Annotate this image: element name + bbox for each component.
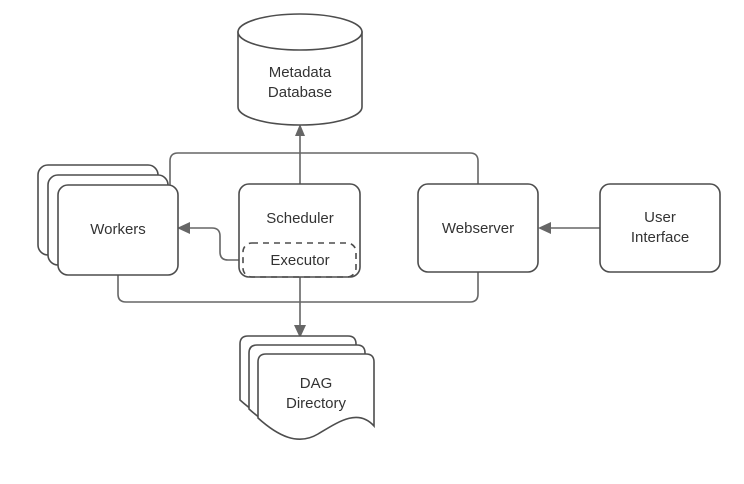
metadata-database-label-line1: Metadata	[269, 64, 332, 81]
user-interface-label-line1: User	[644, 209, 676, 226]
connector-top-rail	[169, 152, 479, 193]
node-workers[interactable]: Workers	[37, 164, 179, 276]
node-scheduler[interactable]: Scheduler	[238, 183, 361, 278]
workers-stack-card-front	[57, 184, 179, 276]
dag-directory-label-line1: DAG	[300, 375, 333, 392]
arrowhead-to-database	[295, 124, 305, 136]
arrowhead-to-workers	[177, 222, 190, 234]
user-interface-label-line2: Interface	[631, 229, 689, 246]
metadata-database-label-line2: Database	[268, 84, 332, 101]
scheduler-box	[238, 183, 361, 278]
arrowhead-to-webserver	[538, 222, 551, 234]
arrowhead-to-dag-directory	[294, 325, 306, 338]
webserver-box	[417, 183, 539, 273]
node-metadata-database[interactable]: Metadata Database	[237, 13, 363, 126]
node-user-interface[interactable]: User Interface	[599, 183, 721, 273]
workers-label-line1: Workers	[90, 221, 146, 238]
dag-directory-label-line2: Directory	[286, 395, 347, 412]
node-dag-directory[interactable]: DAG Directory	[239, 335, 375, 440]
webserver-label-line1: Webserver	[442, 220, 514, 237]
node-webserver[interactable]: Webserver	[417, 183, 539, 273]
connector-bottom-rail	[117, 272, 479, 303]
metadata-database-top	[237, 13, 363, 51]
scheduler-label-line1: Scheduler	[266, 210, 334, 227]
metadata-database-body	[237, 31, 363, 126]
dag-directory-doc-front	[257, 353, 375, 440]
executor-label-line1: Executor	[270, 252, 329, 269]
node-executor[interactable]: Executor	[242, 242, 357, 278]
user-interface-box	[599, 183, 721, 273]
connector-executor-to-workers	[188, 227, 243, 261]
executor-box	[242, 242, 357, 278]
